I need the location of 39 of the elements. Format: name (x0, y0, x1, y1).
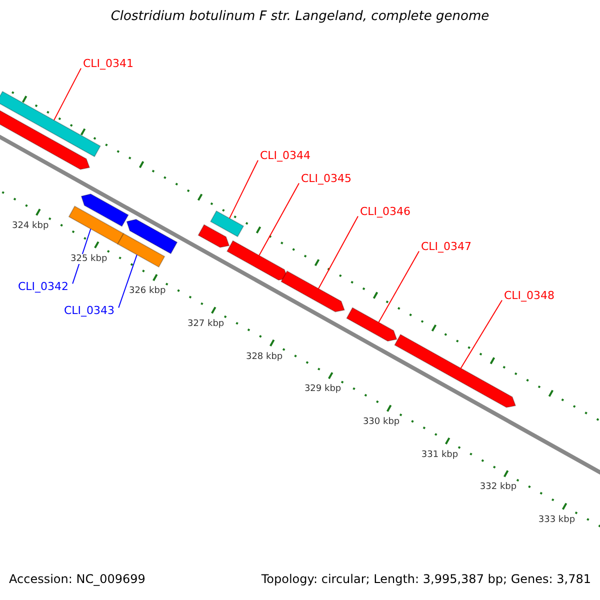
accession-text: Accession: NC_009699 (9, 573, 146, 587)
gene-block (198, 224, 230, 248)
feature-bar (210, 210, 244, 238)
leader-line (118, 254, 138, 308)
gene-block (280, 270, 346, 312)
scale-label: 333 kbp (538, 515, 576, 526)
scale-label: 327 kbp (187, 319, 224, 330)
scale-label: 326 kbp (128, 286, 166, 297)
gene-label: CLI_0346 (360, 206, 411, 218)
scale-label: 331 kbp (421, 450, 458, 460)
scale-label: 332 kbp (480, 482, 517, 493)
gene-label: CLI_0344 (260, 150, 311, 162)
feature-bar (0, 90, 101, 158)
feature-bar (117, 232, 166, 268)
gene-label: CLI_0342 (18, 280, 69, 294)
gene-label: CLI_0345 (301, 172, 352, 186)
leader-line (318, 216, 358, 290)
gene-label: CLI_0348 (504, 290, 555, 302)
leader-line (258, 182, 300, 256)
gene-block (126, 218, 178, 254)
gene-block (226, 240, 288, 281)
map-title: Clostridium botulinum F str. Langeland, complete genome (110, 10, 490, 25)
gene-block (394, 334, 516, 408)
leader-line (229, 160, 258, 219)
scale-label: 329 kbp (304, 384, 342, 395)
gene-label: CLI_0341 (83, 58, 134, 70)
gene-block (80, 193, 129, 227)
leader-line (54, 68, 82, 121)
gene-block (346, 307, 398, 342)
scale-label: 328 kbp (246, 352, 283, 362)
feature-bar (68, 206, 124, 245)
leader-line (378, 250, 420, 323)
scale-label: 330 kbp (362, 417, 400, 428)
gene-label: CLI_0347 (421, 240, 472, 254)
gene-label: CLI_0343 (64, 304, 115, 318)
leader-line (460, 300, 502, 369)
scale-label: 325 kbp (70, 254, 108, 264)
scale-label: 324 kbp (12, 220, 49, 232)
summary-text: Topology: circular; Length: 3,995,387 bp; Genes: 3,781 (261, 573, 591, 587)
